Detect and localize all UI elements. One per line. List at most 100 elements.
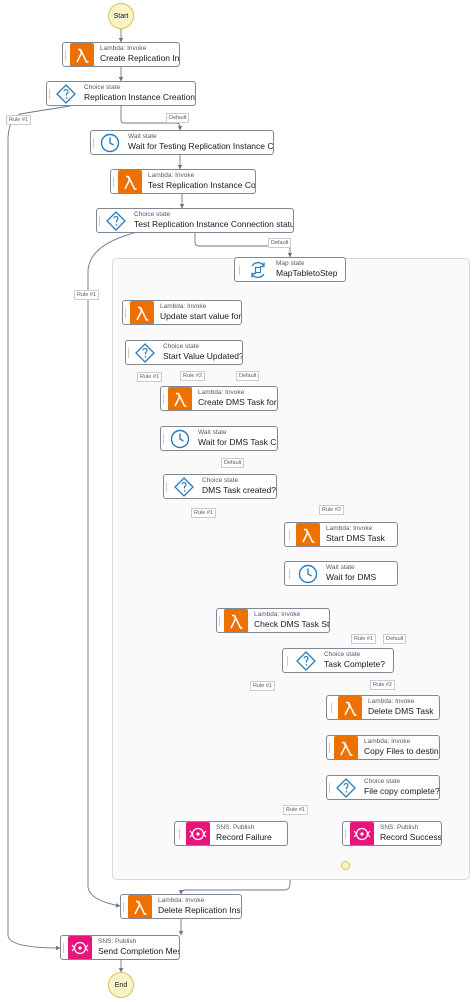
state-name: Update start value for table: [160, 310, 242, 321]
state-type-label: Choice state: [324, 651, 361, 659]
edge-label-rule-1: Rule #1: [283, 805, 308, 815]
edge-label-default: Default: [268, 238, 292, 248]
state-name: Test Replication Instance Connection sta…: [134, 218, 294, 229]
state-type-label: Wait state: [198, 429, 227, 437]
state-name: Record Failure: [216, 831, 272, 842]
map-icon: [243, 258, 276, 281]
drag-handle-icon[interactable]: [128, 341, 130, 364]
choice-icon: [51, 82, 84, 105]
wait-icon: [293, 562, 326, 585]
choice-icon: [331, 776, 364, 799]
drag-handle-icon[interactable]: [99, 209, 101, 232]
drag-handle-icon[interactable]: [329, 736, 331, 759]
state-name: DMS Task created?: [201, 484, 276, 495]
end-node[interactable]: End: [108, 972, 134, 998]
lambda-icon: [115, 170, 148, 193]
edge-label-default: Default: [383, 634, 407, 644]
state-type-label: Choice state: [134, 211, 171, 219]
edge-label-default: Default: [221, 458, 245, 468]
drag-handle-icon[interactable]: [219, 609, 221, 632]
state-name: Create Replication Instance: [100, 52, 180, 63]
state-name: Start Value Updated?: [163, 350, 243, 361]
state-type-label: Lambda: Invoke: [364, 738, 411, 746]
drag-handle-icon[interactable]: [125, 301, 127, 324]
state-type-label: Choice state: [364, 778, 401, 786]
transition-edge: [194, 233, 293, 258]
state-type-label: Lambda: Invoke: [100, 45, 147, 53]
drag-handle-icon[interactable]: [237, 258, 243, 281]
drag-handle-icon[interactable]: [287, 523, 293, 546]
state-type-label: Wait state: [326, 564, 355, 572]
drag-handle-icon[interactable]: [329, 696, 335, 719]
state-name: Send Completion Message: [98, 945, 179, 956]
state-name: Wait for Testing Replication Instance Co…: [128, 140, 274, 151]
drag-handle-icon[interactable]: [345, 822, 347, 845]
drag-handle-icon[interactable]: [63, 936, 65, 959]
transition-edge: [87, 232, 135, 908]
state-name: File copy complete?: [364, 785, 440, 796]
edge-label-rule-2: Rule #2: [180, 371, 205, 381]
drag-handle-icon[interactable]: [123, 895, 125, 918]
drag-handle-icon[interactable]: [93, 131, 95, 154]
state-name: Test Replication Instance Connection: [148, 179, 256, 190]
state-type-label: Choice state: [84, 84, 121, 92]
state-type-label: SNS: Publish: [216, 824, 255, 832]
state-type-label: SNS: Publish: [98, 938, 137, 946]
state-type-label: Lambda: Invoke: [326, 525, 373, 533]
drag-handle-icon[interactable]: [287, 562, 293, 585]
state-type-label: Choice state: [201, 477, 239, 485]
edge-label-rule-1: Rule #1: [74, 290, 99, 300]
state-name: Replication Instance Creation Status?: [84, 91, 196, 102]
state-type-label: Lambda: Invoke: [160, 303, 207, 311]
edge-label-rule-1: Rule #1: [6, 115, 31, 125]
drag-handle-icon[interactable]: [285, 649, 291, 672]
wait-icon: [165, 427, 198, 450]
start-node[interactable]: Start: [108, 3, 134, 29]
edge-label-rule-1: Rule #1: [191, 508, 216, 518]
lambda-icon: [221, 609, 254, 632]
state-name: Wait for DMS: [326, 571, 377, 582]
drag-handle-icon[interactable]: [65, 43, 67, 66]
edge-label-rule-1: Rule #1: [137, 372, 162, 382]
drag-handle-icon[interactable]: [177, 822, 183, 845]
state-name: Task Complete?: [324, 658, 385, 669]
edge-label-rule-2: Rule #2: [319, 505, 344, 515]
sns-icon: [183, 822, 216, 845]
drag-handle-icon[interactable]: [49, 82, 51, 105]
drag-handle-icon[interactable]: [166, 475, 169, 498]
choice-icon: [130, 341, 163, 364]
drag-handle-icon[interactable]: [163, 387, 165, 410]
lambda-icon: [335, 696, 368, 719]
edge-label-rule-2: Rule #2: [370, 680, 395, 690]
sns-icon: [65, 936, 98, 959]
drag-handle-icon[interactable]: [163, 427, 165, 450]
state-name: Record Success: [380, 831, 442, 842]
state-type-label: Map state: [276, 260, 305, 268]
drag-handle-icon[interactable]: [113, 170, 115, 193]
drag-handle-icon[interactable]: [329, 776, 331, 799]
state-type-label: Lambda: Invoke: [148, 172, 195, 180]
state-name: Delete Replication Instance: [158, 904, 242, 915]
